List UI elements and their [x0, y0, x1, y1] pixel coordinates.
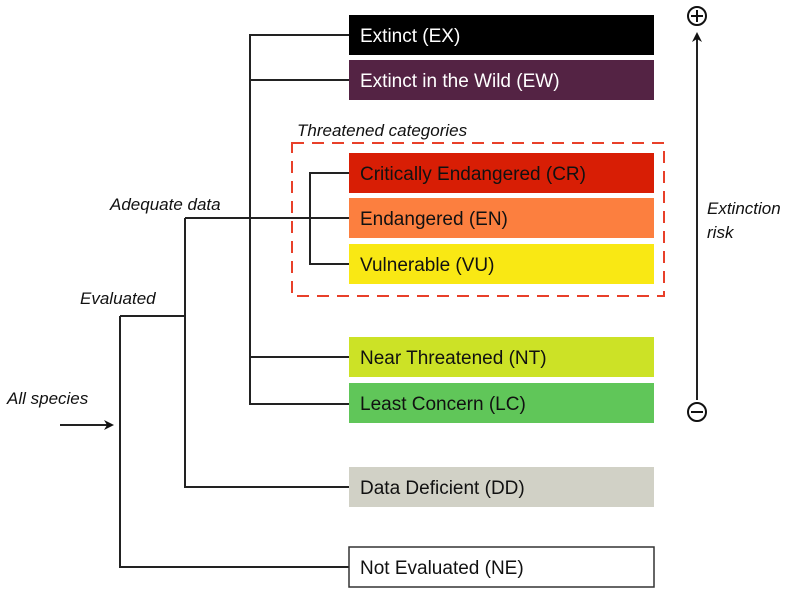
category-label: Critically Endangered (CR) — [360, 164, 586, 185]
category-box — [349, 244, 654, 284]
category-dd: Data Deficient (DD) — [349, 467, 654, 507]
category-ne: Not Evaluated (NE) — [348, 546, 655, 588]
category-box — [349, 198, 654, 238]
category-label: Data Deficient (DD) — [360, 478, 525, 499]
category-box — [349, 467, 654, 507]
extinction-risk-label-2: risk — [707, 223, 735, 242]
extinction-risk-axis — [687, 6, 707, 422]
category-cr: Critically Endangered (CR) — [349, 153, 654, 193]
adequate-data-branch — [249, 34, 349, 405]
category-lc: Least Concern (LC) — [349, 383, 654, 423]
minus-circle-icon — [687, 402, 707, 422]
category-box — [348, 546, 655, 588]
threatened-box — [291, 142, 665, 297]
category-box — [349, 153, 654, 193]
all-species-branch — [119, 316, 349, 568]
threatened-branch — [309, 172, 349, 265]
category-box — [349, 60, 654, 100]
category-label: Vulnerable (VU) — [360, 255, 494, 276]
category-ex: Extinct (EX) — [349, 15, 654, 55]
plus-circle-icon — [687, 6, 707, 26]
threatened-label: Threatened categories — [297, 121, 468, 140]
category-ew: Extinct in the Wild (EW) — [349, 60, 654, 100]
category-label: Extinct in the Wild (EW) — [360, 71, 560, 92]
category-label: Least Concern (LC) — [360, 394, 526, 415]
category-box — [349, 337, 654, 377]
evaluated-label: Evaluated — [80, 289, 156, 308]
category-label: Extinct (EX) — [360, 26, 460, 47]
category-label: Not Evaluated (NE) — [360, 558, 524, 579]
all-species-label: All species — [6, 389, 89, 408]
category-nt: Near Threatened (NT) — [349, 337, 654, 377]
category-vu: Vulnerable (VU) — [349, 244, 654, 284]
category-box — [349, 15, 654, 55]
category-box — [349, 383, 654, 423]
category-en: Endangered (EN) — [349, 198, 654, 238]
category-label: Endangered (EN) — [360, 209, 508, 230]
category-boxes: Extinct (EX) Extinct in the Wild (EW) Crit… — [348, 15, 655, 588]
adequate-data-label: Adequate data — [109, 195, 221, 214]
tree-connectors — [60, 34, 349, 568]
extinction-risk-label: Extinction — [707, 199, 781, 218]
category-label: Near Threatened (NT) — [360, 348, 547, 369]
evaluated-branch — [120, 218, 349, 488]
